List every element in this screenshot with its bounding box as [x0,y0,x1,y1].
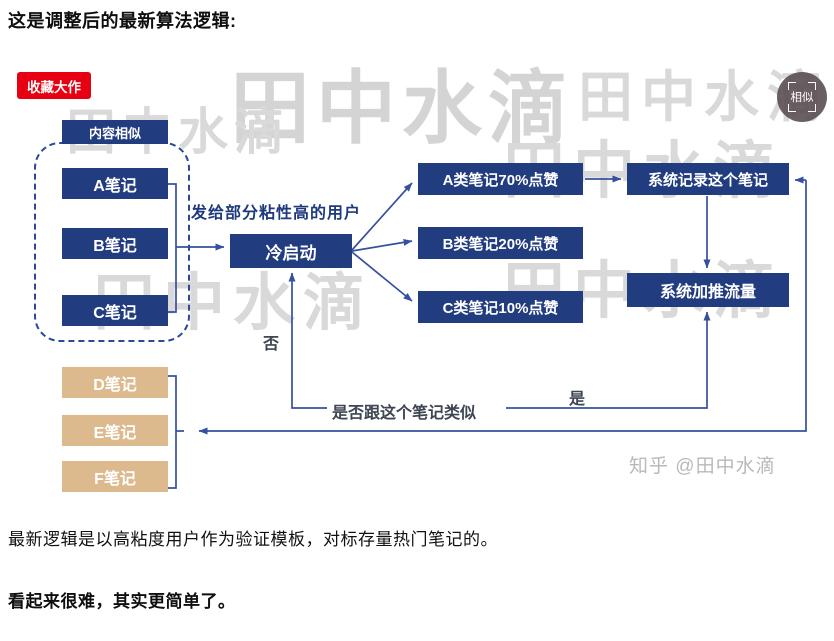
branch-label-no: 否 [263,336,280,353]
body-paragraph-bold: 看起来很难，其实更简单了。 [8,592,236,611]
node-system-push-traffic: 系统加推流量 [627,273,789,307]
body-paragraph: 最新逻辑是以高粘度用户作为验证模板，对标存量热门笔记的。 [8,530,498,549]
bracket-corner-icon [788,104,796,112]
watermark-text: 田中水滴 [230,64,574,153]
author-credit: 知乎 @田中水滴 [629,456,776,477]
arrow-coldstart-to-catB [351,238,413,252]
node-system-records-note: 系统记录这个笔记 [627,163,789,195]
edge-label-send-to-sticky-users: 发给部分粘性高的用户 [191,205,362,222]
bracket-corner-icon [808,104,816,112]
find-similar-button[interactable]: 相似 [777,72,827,122]
bracket-corner-icon [788,82,796,90]
favorite-badge: 收藏大作 [17,72,91,99]
node-cold-start: 冷启动 [230,234,352,268]
node-cat-b-likes: B类笔记20%点赞 [418,227,583,259]
branch-label-yes: 是 [569,391,586,408]
node-note-c: C笔记 [62,295,168,326]
node-note-a: A笔记 [62,168,168,199]
decision-label-similar: 是否跟这个笔记类似 [327,398,482,424]
node-cat-a-likes: A类笔记70%点赞 [418,163,583,195]
page-title: 这是调整后的最新算法逻辑: [8,11,237,31]
group-label-content-similar: 内容相似 [62,120,168,144]
node-note-d: D笔记 [62,367,168,398]
bracket-corner-icon [808,82,816,90]
node-note-f: F笔记 [62,461,168,492]
find-similar-label: 相似 [790,92,814,104]
node-note-e: E笔记 [62,415,168,446]
node-cat-c-likes: C类笔记10%点赞 [418,291,583,323]
node-note-b: B笔记 [62,228,168,259]
bracket-def [168,375,184,489]
